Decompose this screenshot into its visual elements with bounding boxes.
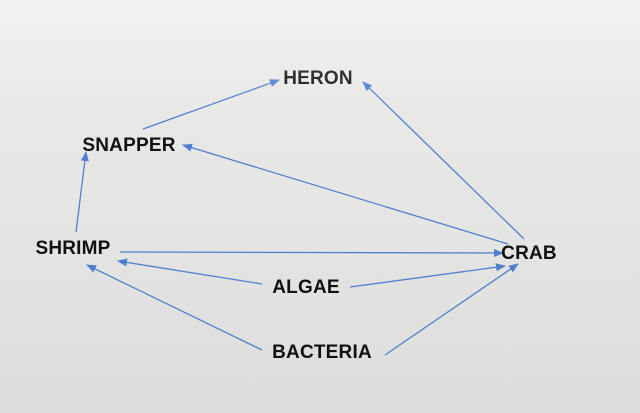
edge-bacteria-to-shrimp — [86, 264, 263, 351]
edge-shrimp-to-snapper — [75, 151, 89, 233]
node-shrimp: SHRIMP — [35, 238, 111, 259]
node-snapper: SNAPPER — [82, 135, 176, 156]
edge-crab-to-snapper — [182, 143, 509, 245]
edge-shrimp-to-crab — [119, 248, 504, 257]
node-crab: CRAB — [501, 243, 557, 264]
edge-snapper-to-heron — [142, 79, 280, 130]
edge-bacteria-to-crab — [384, 263, 519, 356]
node-bacteria: BACTERIA — [272, 342, 372, 363]
edge-algae-to-crab — [349, 263, 506, 288]
node-algae: ALGAE — [272, 277, 340, 298]
edge-algae-to-shrimp — [117, 258, 263, 285]
edge-crab-to-heron — [362, 81, 525, 240]
node-heron: HERON — [283, 68, 353, 89]
